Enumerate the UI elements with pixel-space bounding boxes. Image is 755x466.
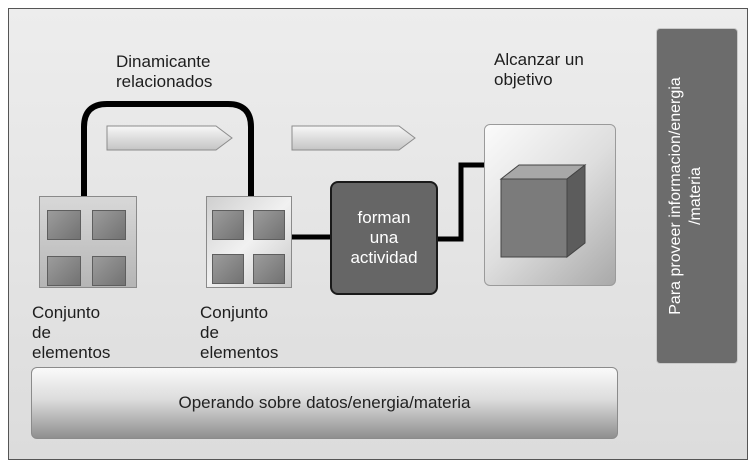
relation-bracket xyxy=(81,101,254,198)
element-square xyxy=(47,256,81,286)
element-set-1-label: Conjunto de elementos xyxy=(32,303,111,362)
activity-box: forman una actividad xyxy=(330,181,438,295)
element-set-2-icon xyxy=(206,196,292,288)
side-panel xyxy=(656,28,738,364)
element-square xyxy=(92,256,126,286)
element-square xyxy=(253,210,285,240)
dynamic-relation-label: Dinamicante relacionados xyxy=(116,52,213,91)
connector-activity-to-goal xyxy=(436,162,486,242)
element-square xyxy=(47,210,81,240)
bottom-bar: Operando sobre datos/energia/materia xyxy=(31,367,618,439)
bottom-bar-text: Operando sobre datos/energia/materia xyxy=(178,393,471,412)
goal-label: Alcanzar un objetivo xyxy=(494,50,584,89)
element-square xyxy=(212,254,244,284)
side-panel-text: Para proveer informacion/energia /materi… xyxy=(667,77,704,315)
element-square xyxy=(212,210,244,240)
goal-box xyxy=(484,124,616,286)
flow-arrow-2 xyxy=(291,125,416,151)
element-set-2-label: Conjunto de elementos xyxy=(200,303,279,362)
flow-arrow-1 xyxy=(106,125,233,151)
element-square xyxy=(253,254,285,284)
element-square xyxy=(92,210,126,240)
cube-icon xyxy=(499,163,587,259)
element-set-1-icon xyxy=(39,196,137,288)
